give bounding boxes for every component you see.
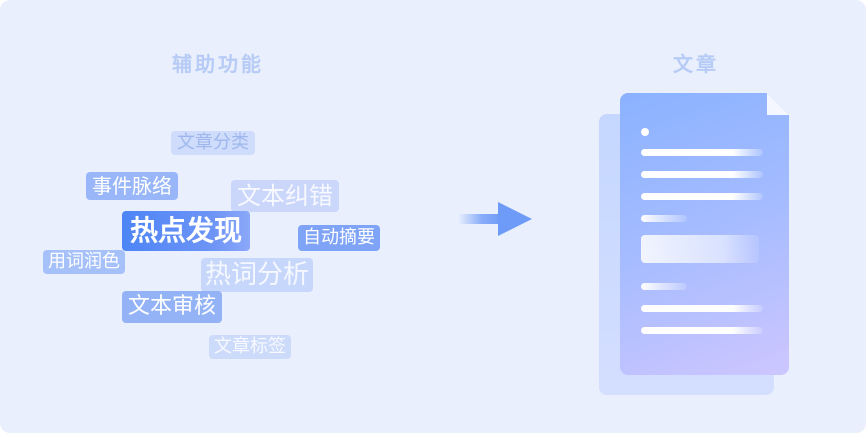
- document-text-line: [641, 283, 687, 290]
- document-fold-corner: [767, 93, 789, 115]
- tag-article-classification: 文章分类: [171, 131, 255, 155]
- document-text-line: [641, 215, 687, 222]
- tag-text-correction: 文本纠错: [231, 180, 339, 212]
- document-text-line: [641, 327, 763, 334]
- document-text-line: [641, 149, 763, 156]
- arrow-right-icon: [458, 202, 532, 236]
- tag-article-tags: 文章标签: [209, 335, 291, 359]
- tag-text-review: 文本审核: [122, 291, 223, 323]
- document-text-line: [641, 193, 763, 200]
- tag-word-polishing: 用词润色: [43, 250, 125, 274]
- tag-hot-word-analysis: 热词分析: [201, 258, 314, 292]
- document-text-line: [641, 171, 763, 178]
- document-image-block: [641, 235, 759, 263]
- right-title: 文章: [673, 52, 719, 76]
- tag-hotspot-discovery: 热点发现: [122, 211, 251, 251]
- tag-event-context: 事件脉络: [86, 172, 178, 200]
- document-bullet: [641, 128, 649, 136]
- left-title: 辅助功能: [172, 52, 264, 76]
- document-text-line: [641, 305, 763, 312]
- tag-auto-summary: 自动摘要: [298, 225, 380, 251]
